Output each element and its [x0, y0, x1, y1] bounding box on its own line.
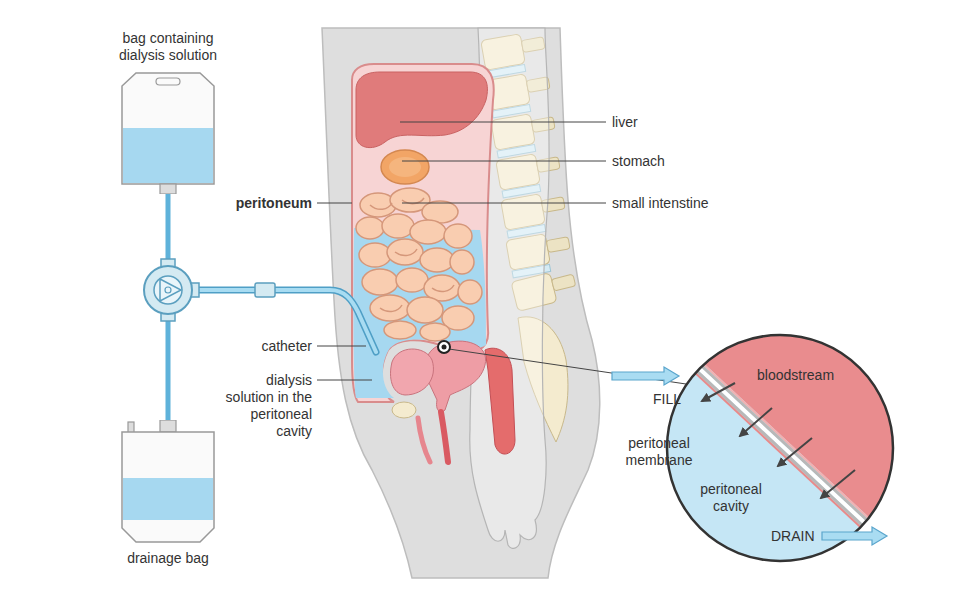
spine [546, 237, 570, 253]
organ-label: liver [612, 114, 762, 131]
bag-node: drainage bag [98, 420, 238, 567]
small-intestine [387, 239, 423, 265]
membrane-detail [740, 408, 772, 436]
bag-fluid [123, 478, 213, 520]
pelvic-organs [391, 349, 434, 395]
pelvic-organs [485, 348, 515, 454]
detail-label: bloodstream [757, 367, 847, 384]
membrane-detail [821, 470, 855, 498]
valve [160, 279, 181, 301]
small-intestine [356, 217, 384, 239]
leader-lines [400, 122, 606, 123]
valve [154, 276, 182, 304]
part-label: dialysis solution in the peritoneal cavi… [224, 372, 312, 440]
location-marker [438, 341, 450, 353]
body-silhouette [322, 28, 600, 578]
part-label: peritoneum [200, 195, 312, 212]
flow-arrow [612, 367, 679, 385]
leader-lines [317, 380, 372, 381]
small-intestine [407, 297, 443, 323]
membrane-detail [616, 117, 961, 600]
small-intestine [362, 269, 398, 295]
bag-label: drainage bag [103, 550, 233, 567]
location-marker [438, 341, 450, 353]
small-intestine [380, 305, 402, 312]
body-silhouette [322, 28, 600, 578]
leader-lines [402, 161, 606, 162]
membrane-detail [620, 294, 945, 597]
small-intestine [356, 188, 482, 341]
tubing [255, 283, 275, 297]
liver [356, 72, 487, 148]
valve [144, 259, 199, 321]
bag-neck [160, 184, 176, 194]
pelvic-organs [391, 341, 515, 462]
small-intestine [444, 224, 472, 248]
flow-arrow [822, 527, 887, 545]
part-label: catheter [212, 338, 312, 355]
membrane-detail [778, 438, 812, 466]
bag-node: bag containing dialysis solution [98, 30, 238, 194]
detail-label: peritoneal cavity [690, 481, 772, 515]
leader-lines [449, 349, 686, 384]
pelvic-organs [418, 418, 430, 462]
membrane-detail [702, 383, 735, 401]
detail-label: peritoneal membrane [620, 435, 698, 469]
small-intestine [420, 248, 454, 272]
membrane-detail [616, 117, 961, 600]
valve [165, 287, 171, 293]
small-intestine [396, 268, 428, 292]
leader-lines [402, 203, 606, 204]
valve [144, 266, 192, 314]
flow-label: DRAIN [771, 528, 821, 545]
pelvic-organs [425, 341, 486, 412]
organ-label: small intenstine [612, 195, 762, 212]
stomach [389, 157, 421, 177]
leader-lines [317, 203, 352, 204]
pelvic-organs [441, 412, 448, 462]
leader-lines [317, 346, 366, 347]
small-intestine [370, 295, 410, 321]
stomach [381, 150, 429, 184]
drainage-bag [98, 420, 238, 544]
small-intestine [359, 243, 391, 267]
bag-neck [160, 420, 176, 432]
flow-label: FILL [653, 391, 693, 408]
membrane-detail [616, 299, 939, 600]
membrane-detail [626, 117, 961, 591]
bag-outline [122, 73, 214, 184]
bag-fluid [123, 128, 213, 183]
solution-bag [98, 72, 238, 194]
flow-arrow [612, 367, 887, 545]
organ-label: stomach [612, 153, 762, 170]
bag-label: bag containing dialysis solution [103, 30, 233, 64]
small-intestine [410, 220, 446, 244]
stomach [381, 150, 429, 184]
bag-hanger [156, 78, 180, 85]
location-marker [442, 345, 447, 350]
membrane-detail [667, 335, 893, 561]
small-intestine [420, 323, 450, 341]
small-intestine [458, 280, 482, 304]
membrane-detail [702, 383, 855, 498]
small-intestine [370, 203, 392, 209]
small-intestine [384, 321, 416, 339]
liver [356, 72, 487, 148]
small-intestine [382, 214, 414, 238]
membrane-detail [616, 117, 961, 600]
bag-outline [122, 432, 214, 542]
membrane-detail [618, 297, 942, 599]
pelvic-organs [392, 402, 416, 418]
spine [551, 274, 575, 291]
small-intestine [450, 250, 474, 274]
small-intestine [432, 285, 454, 292]
small-intestine [395, 249, 417, 256]
